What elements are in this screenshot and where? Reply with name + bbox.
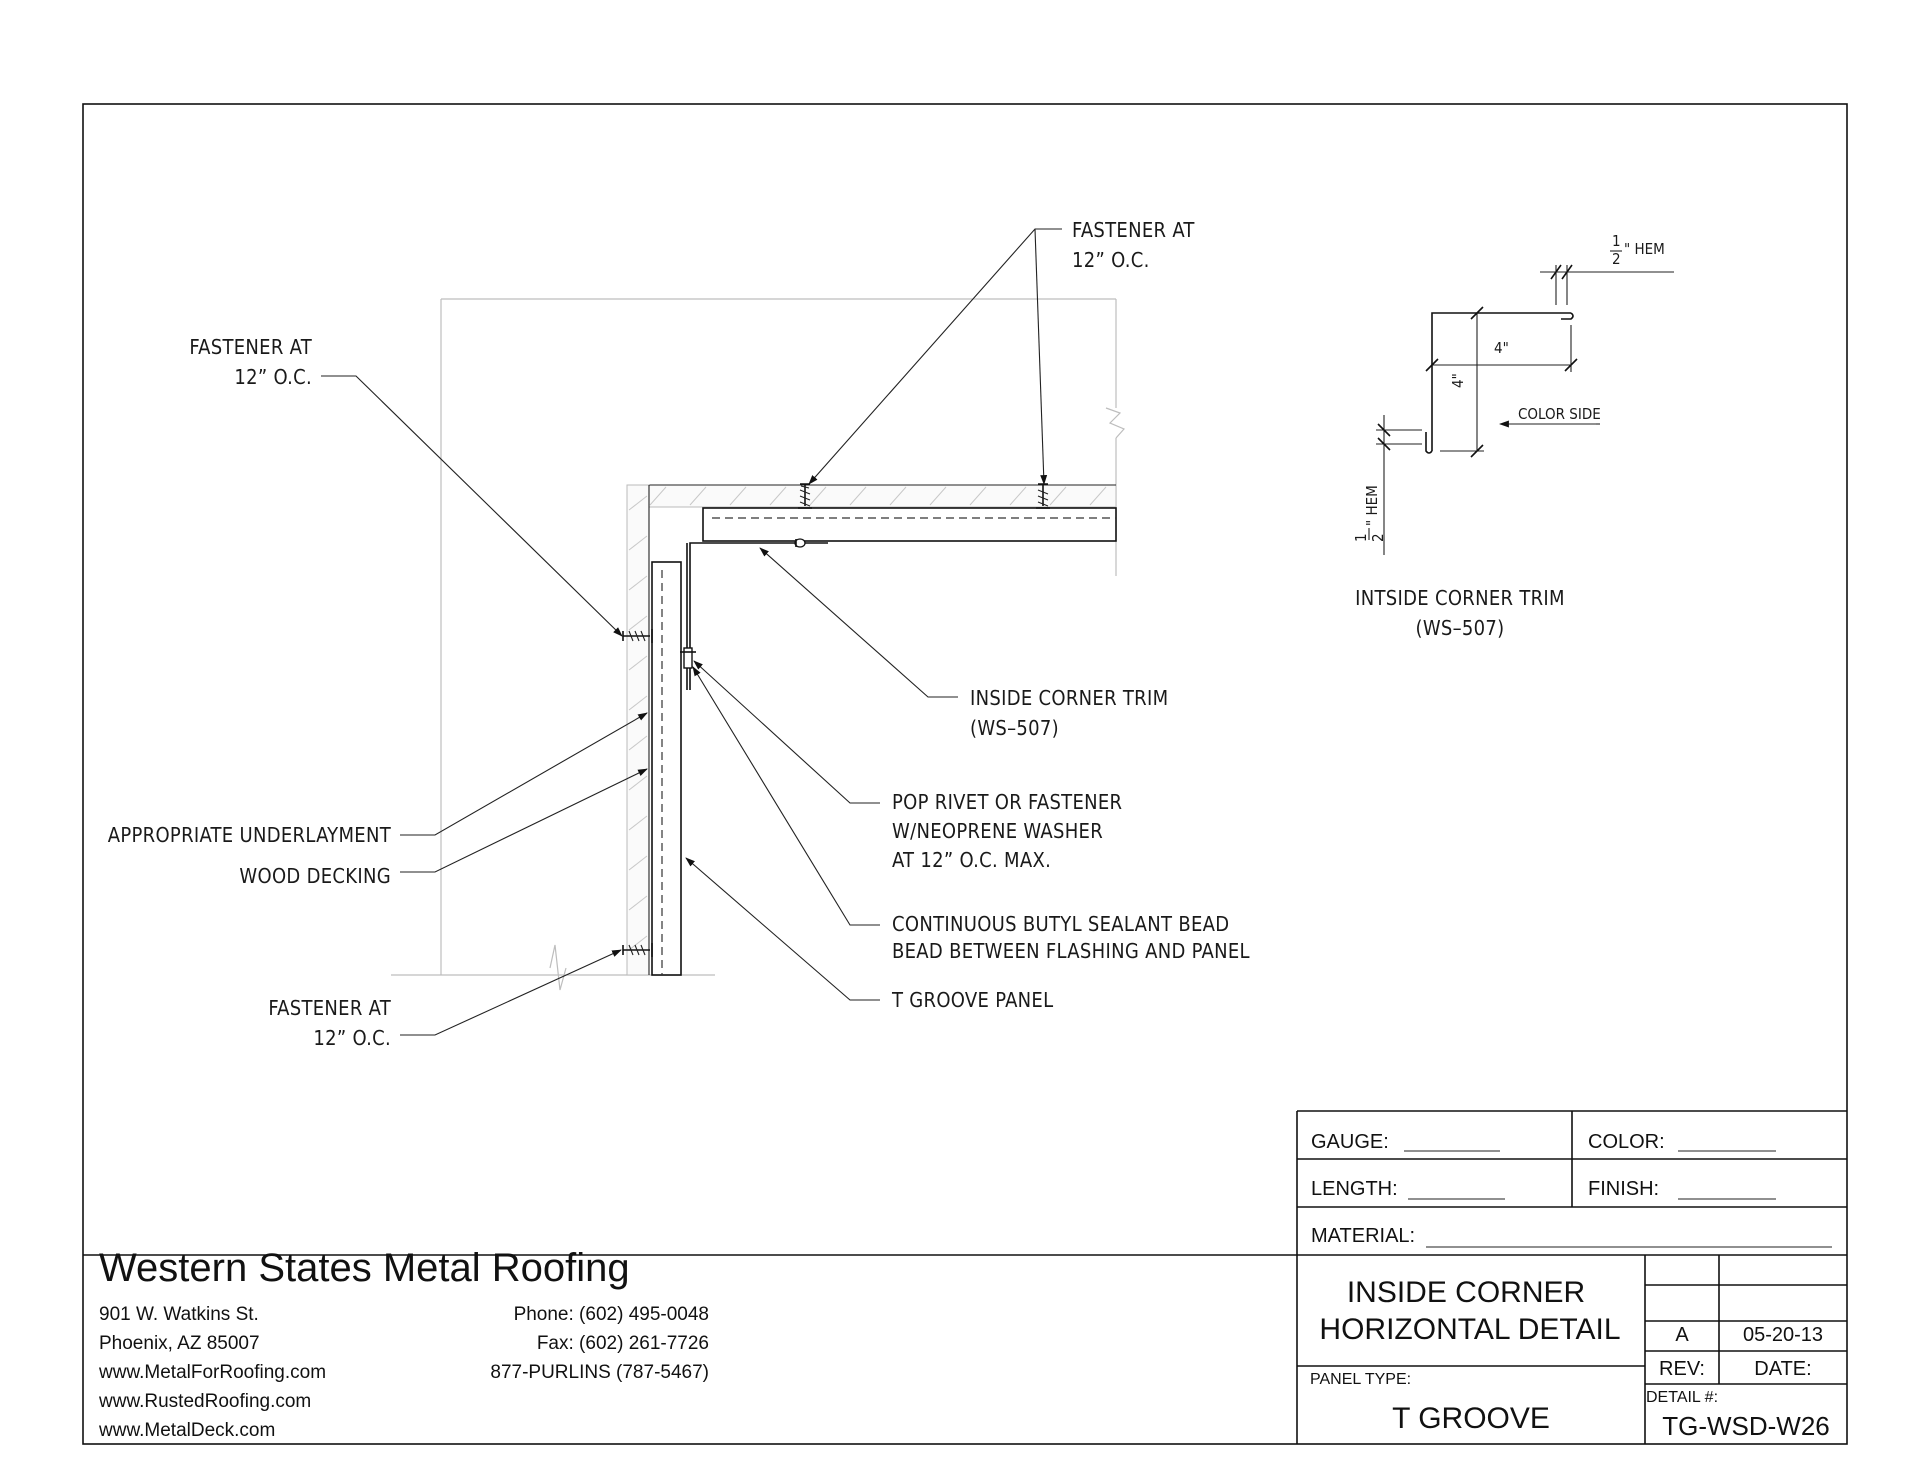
callout-fastener-left-line2: 12” O.C.: [234, 365, 312, 389]
callout-fastener-left-line1: FASTENER AT: [189, 335, 312, 359]
inside-corner-trim: [686, 538, 828, 690]
company-website-rustedroofing[interactable]: www.RustedRoofing.com: [98, 1391, 311, 1412]
callout-fastener-bottom-line1: FASTENER AT: [268, 996, 391, 1020]
gauge-label: GAUGE:: [1311, 1131, 1389, 1153]
detail-number-label: DETAIL #:: [1646, 1389, 1718, 1406]
hem-left-denominator: 2: [1369, 533, 1387, 542]
profile-title-line2: (WS–507): [1416, 616, 1505, 640]
fastener-top-left: [798, 483, 812, 509]
rev-label: REV:: [1659, 1358, 1705, 1380]
callout-rivet-line3: AT 12” O.C. MAX.: [892, 848, 1051, 872]
finish-label: FINISH:: [1588, 1178, 1659, 1200]
company-tollfree: 877-PURLINS (787-5467): [490, 1362, 709, 1383]
detail-number-value: TG-WSD-W26: [1662, 1411, 1830, 1441]
company-address-line2: Phoenix, AZ 85007: [99, 1333, 260, 1354]
company-website-metalforroofing[interactable]: www.MetalForRoofing.com: [98, 1362, 326, 1383]
company-address-line1: 901 W. Watkins St.: [99, 1304, 259, 1325]
profile-title-line1: INTSIDE CORNER TRIM: [1355, 586, 1565, 610]
callout-panel: T GROOVE PANEL: [891, 988, 1053, 1012]
material-label: MATERIAL:: [1311, 1225, 1415, 1247]
callout-rivet-line1: POP RIVET OR FASTENER: [892, 790, 1122, 814]
callout-underlayment: APPROPRIATE UNDERLAYMENT: [108, 823, 392, 847]
t-groove-panel-horizontal: [702, 507, 1117, 542]
callout-decking: WOOD DECKING: [239, 864, 391, 888]
date-value: 05-20-13: [1743, 1324, 1823, 1346]
trim-profile: 1 2 " HEM 4" 4" COLOR SIDE 1 2 " HEM INT…: [1352, 232, 1674, 640]
callout-sealant-line2: BEAD BETWEEN FLASHING AND PANEL: [892, 939, 1250, 963]
hem-left-numerator: 1: [1352, 533, 1370, 542]
callout-trim-line2: (WS–507): [970, 716, 1059, 740]
callout-fastener-bottom-line2: 12” O.C.: [313, 1026, 391, 1050]
hem-top-label: " HEM: [1624, 240, 1665, 258]
pop-rivet: [680, 647, 696, 669]
decking-horizontal: [629, 484, 1117, 508]
company-fax: Fax: (602) 261-7726: [537, 1333, 709, 1354]
leader-lines: [321, 228, 1062, 1036]
company-block: Western States Metal Roofing 901 W. Watk…: [98, 1246, 709, 1441]
title-block: GAUGE: COLOR: LENGTH: FINISH: MATERIAL: …: [83, 1110, 1847, 1444]
company-phone: Phone: (602) 495-0048: [514, 1304, 709, 1325]
sheet-border: [82, 103, 1848, 1445]
callout-sealant-line1: CONTINUOUS BUTYL SEALANT BEAD: [892, 912, 1229, 936]
length-label: LENGTH:: [1311, 1178, 1398, 1200]
fastener-left-lower: [622, 943, 653, 957]
date-label: DATE:: [1754, 1358, 1811, 1380]
color-side-label: COLOR SIDE: [1518, 405, 1601, 423]
detail-title-line1: INSIDE CORNER: [1347, 1276, 1585, 1309]
callout-rivet-line2: W/NEOPRENE WASHER: [892, 819, 1103, 843]
company-name: Western States Metal Roofing: [99, 1246, 630, 1290]
detail-title-line2: HORIZONTAL DETAIL: [1319, 1313, 1620, 1346]
dim-horizontal: 4": [1494, 339, 1509, 357]
fastener-left-upper: [622, 629, 653, 643]
hem-top-numerator: 1: [1612, 232, 1621, 250]
color-label: COLOR:: [1588, 1131, 1665, 1153]
section-drawing: FASTENER AT 12” O.C. FASTENER AT 12” O.C…: [108, 218, 1250, 1050]
panel-type-label: PANEL TYPE:: [1310, 1371, 1411, 1388]
rev-value: A: [1675, 1324, 1689, 1346]
hem-top-denominator: 2: [1612, 250, 1621, 268]
t-groove-panel-vertical: [651, 561, 682, 976]
panel-type-value: T GROOVE: [1392, 1402, 1550, 1435]
callout-fastener-top-line1: FASTENER AT: [1072, 218, 1195, 242]
dim-vertical: 4": [1449, 373, 1467, 388]
callout-fastener-top-line2: 12” O.C.: [1072, 248, 1150, 272]
decking-vertical: [626, 484, 650, 976]
hem-left-label: " HEM: [1363, 485, 1381, 526]
callout-trim-line1: INSIDE CORNER TRIM: [970, 686, 1168, 710]
company-website-metaldeck[interactable]: www.MetalDeck.com: [98, 1420, 275, 1441]
